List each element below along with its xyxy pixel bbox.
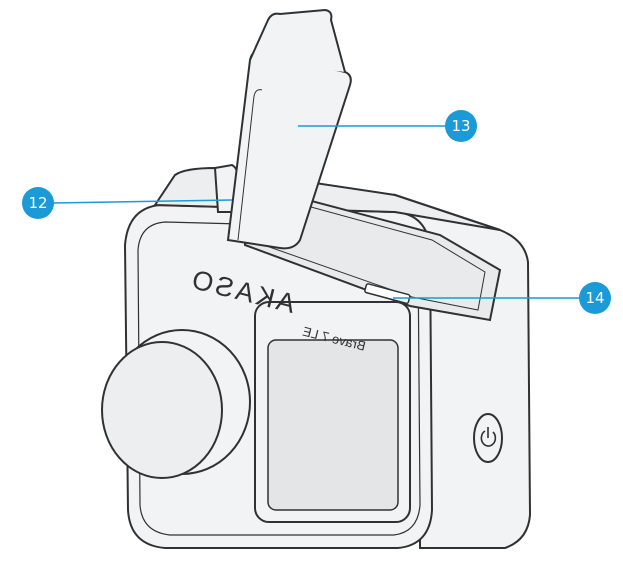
callout-14-badge (579, 282, 611, 314)
callout-12-line (52, 199, 233, 204)
callout-13-number: 13 (451, 117, 470, 135)
callout-12-badge (22, 187, 54, 219)
callout-12-number: 12 (28, 194, 47, 212)
front-screen (267, 339, 399, 511)
battery-door-tab (249, 8, 346, 73)
callout-14-number: 14 (585, 289, 604, 307)
lens-cap (101, 341, 223, 479)
callout-13-badge (445, 110, 477, 142)
battery-door-edge (237, 89, 263, 241)
power-icon (480, 427, 497, 447)
